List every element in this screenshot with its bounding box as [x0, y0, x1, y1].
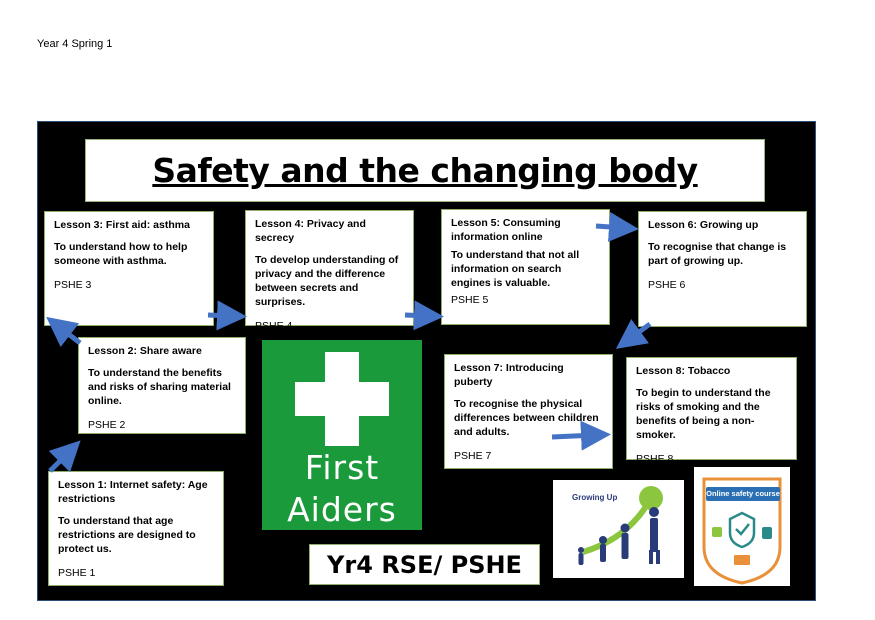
- lesson-code: PSHE 7: [454, 450, 492, 462]
- lesson-card-1: Lesson 1: Internet safety: Age restricti…: [48, 471, 224, 586]
- lesson-code: PSHE 2: [88, 419, 126, 431]
- first-aiders-line1: First: [304, 448, 380, 487]
- lesson-code: PSHE 8: [636, 453, 674, 465]
- lesson-title: Lesson 8: Tobacco: [636, 365, 731, 377]
- board-title: Safety and the changing body: [152, 151, 698, 190]
- lesson-title: Lesson 1: Internet safety: Age restricti…: [58, 479, 208, 505]
- lesson-card-4: Lesson 4: Privacy and secrecy To develop…: [245, 210, 414, 332]
- lesson-card-2: Lesson 2: Share aware To understand the …: [78, 337, 246, 434]
- lesson-card-7: Lesson 7: Introducing puberty To recogni…: [444, 354, 613, 469]
- title-banner: Safety and the changing body: [85, 139, 765, 202]
- lesson-objective: To understand that not all information o…: [451, 249, 580, 289]
- first-aiders-line2: Aiders: [287, 490, 397, 529]
- lesson-objective: To recognise that change is part of grow…: [648, 241, 787, 267]
- lesson-code: PSHE 1: [58, 567, 96, 579]
- lesson-code: PSHE 4: [255, 320, 293, 332]
- first-aiders-sign: First Aiders: [262, 340, 422, 530]
- growing-up-label: Growing Up: [572, 493, 618, 502]
- lesson-title: Lesson 6: Growing up: [648, 219, 759, 231]
- lesson-card-5: Lesson 5: Consuming information online T…: [441, 209, 610, 325]
- lesson-card-6: Lesson 6: Growing up To recognise that c…: [638, 211, 807, 327]
- subject-label-box: Yr4 RSE/ PSHE: [309, 544, 540, 585]
- lesson-card-3: Lesson 3: First aid: asthma To understan…: [44, 211, 214, 326]
- lesson-code: PSHE 3: [54, 279, 92, 291]
- lesson-objective: To understand that age restrictions are …: [58, 515, 196, 555]
- lesson-objective: To understand the benefits and risks of …: [88, 367, 231, 407]
- lesson-objective: To begin to understand the risks of smok…: [636, 387, 771, 441]
- lesson-card-8: Lesson 8: Tobacco To begin to understand…: [626, 357, 797, 465]
- lesson-objective: To understand how to help someone with a…: [54, 241, 188, 267]
- lesson-title: Lesson 2: Share aware: [88, 345, 202, 357]
- lesson-title: Lesson 7: Introducing puberty: [454, 362, 564, 388]
- subject-label: Yr4 RSE/ PSHE: [327, 550, 522, 579]
- lesson-code: PSHE 6: [648, 279, 686, 291]
- lesson-objective: To recognise the physical differences be…: [454, 398, 599, 438]
- online-safety-label: Online safety course: [706, 487, 780, 501]
- lesson-code: PSHE 5: [451, 294, 489, 306]
- lesson-title: Lesson 3: First aid: asthma: [54, 219, 190, 231]
- page-header: Year 4 Spring 1: [37, 38, 113, 50]
- online-safety-image: Online safety course: [694, 467, 790, 586]
- lesson-title: Lesson 5: Consuming information online: [451, 217, 561, 243]
- lesson-title: Lesson 4: Privacy and secrecy: [255, 218, 366, 244]
- lesson-objective: To develop understanding of privacy and …: [255, 254, 399, 308]
- online-safety-badge-icon: [702, 477, 782, 585]
- growing-up-image: Growing Up: [553, 480, 684, 578]
- first-aid-cross-bar: [295, 382, 389, 416]
- growing-up-figures-icon: [578, 486, 663, 565]
